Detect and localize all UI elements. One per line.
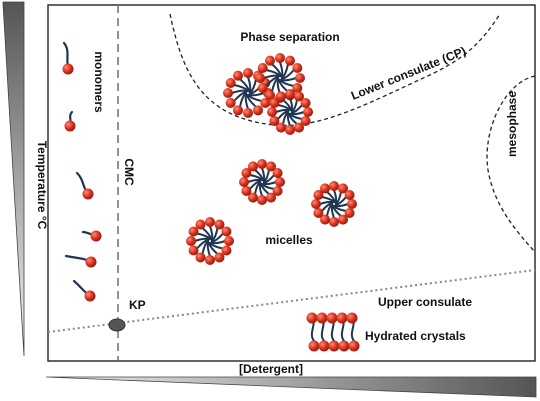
- micelle-group: [186, 53, 357, 265]
- mesophase-label: mesophase: [505, 91, 519, 157]
- monomer: [64, 110, 76, 132]
- micelle: [223, 68, 273, 118]
- micelle: [311, 181, 357, 227]
- micelle: [239, 159, 285, 205]
- phase-separation-label: Phase separation: [240, 30, 339, 44]
- monomer: [62, 41, 74, 75]
- monomer-group: [62, 41, 102, 302]
- micelle: [186, 217, 234, 265]
- hydrated-crystal: [306, 312, 360, 352]
- hydrated-crystals-label: Hydrated crystals: [365, 329, 466, 343]
- kp-label: KP: [129, 298, 146, 312]
- temperature-ramp: [2, 1, 25, 357]
- y-axis-label: Temperature °C: [35, 141, 49, 230]
- monomer: [64, 254, 97, 268]
- upper-consulate-label: Upper consulate: [378, 295, 472, 309]
- x-axis-label: [Detergent]: [239, 362, 303, 376]
- micelles-label: micelles: [265, 233, 313, 247]
- mesophase-curve: [486, 75, 536, 253]
- detergent-ramp: [45, 376, 537, 398]
- lower-consulate-curve: [169, 13, 501, 127]
- micelle: [267, 89, 313, 135]
- monomer: [81, 230, 102, 242]
- monomers-label: monomers: [92, 51, 106, 113]
- hydrated-crystal-group: [306, 312, 360, 352]
- krafft-point: [108, 318, 126, 332]
- cmc-label: CMC: [122, 158, 136, 186]
- monomer: [75, 171, 94, 200]
- upper-consulate-line: [47, 269, 536, 333]
- monomer: [72, 279, 96, 302]
